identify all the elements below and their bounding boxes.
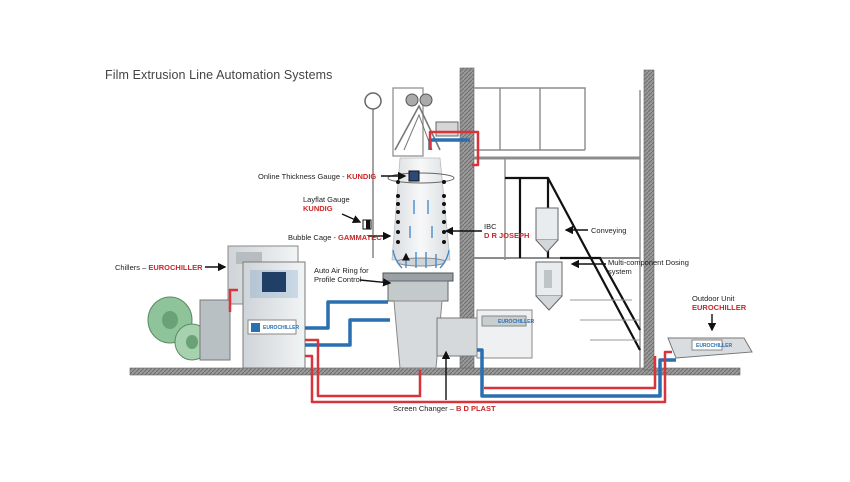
label-screen-changer: Screen Changer – B D PLAST xyxy=(393,404,496,413)
label-chillers-text: Chillers – xyxy=(115,263,149,272)
extruder: EUROCHILLER xyxy=(436,309,535,359)
building-wall xyxy=(643,69,655,371)
label-layflat-gauge: Layflat Gauge KUNDIG xyxy=(303,195,350,213)
conveying-hopper xyxy=(535,207,559,253)
label-air-ring-line2: Profile Control xyxy=(314,275,362,284)
label-dosing-line1: Multi-component Dosing xyxy=(608,258,689,267)
label-dosing: Multi-component Dosing system xyxy=(608,258,689,276)
label-air-ring: Auto Air Ring for Profile Control xyxy=(314,266,369,284)
chiller-unit-front: EUROCHILLER xyxy=(242,261,306,369)
top-platform xyxy=(392,87,641,370)
chiller-side-pipes xyxy=(228,288,238,312)
die-and-air-ring xyxy=(382,272,454,369)
dosing-hopper xyxy=(535,261,563,311)
label-outdoor-unit-brand: EUROCHILLER xyxy=(692,303,747,312)
winder-rollers xyxy=(147,296,231,361)
label-layflat-gauge-brand: KUNDIG xyxy=(303,204,333,213)
label-ibc: IBC D R JOSEPH xyxy=(484,222,529,240)
label-layflat-gauge-text: Layflat Gauge xyxy=(303,195,350,204)
label-screen-changer-brand: B D PLAST xyxy=(455,404,496,413)
label-thickness-gauge-brand: KUNDIG xyxy=(346,172,377,181)
label-ibc-brand: D R JOSEPH xyxy=(484,231,530,240)
label-bubble-cage: Bubble Cage - GAMMATEC xyxy=(288,233,382,242)
label-conveying-text: Conveying xyxy=(591,226,627,235)
chiller-plate: EUROCHILLER xyxy=(263,325,300,331)
airflow-arrows xyxy=(392,200,450,269)
label-bubble-cage-text: Bubble Cage - xyxy=(288,233,339,242)
tower-column xyxy=(459,67,475,369)
label-conveying: Conveying xyxy=(591,226,626,235)
label-thickness-gauge-text: Online Thickness Gauge - xyxy=(258,172,347,181)
extruder-plate: EUROCHILLER xyxy=(498,319,535,325)
label-bubble-cage-brand: GAMMATEC xyxy=(338,233,382,242)
label-thickness-gauge: Online Thickness Gauge - KUNDIG xyxy=(258,172,376,181)
callout-arrows xyxy=(205,171,717,400)
diagram-title: Film Extrusion Line Automation Systems xyxy=(105,68,333,82)
staircase xyxy=(505,176,641,351)
label-outdoor-unit-text: Outdoor Unit xyxy=(692,294,735,303)
label-chillers: Chillers – EUROCHILLER xyxy=(115,263,203,272)
layflat-gauge-face xyxy=(366,220,370,229)
label-chillers-brand: EUROCHILLER xyxy=(148,263,203,272)
label-ibc-text: IBC xyxy=(484,222,497,231)
label-outdoor-unit: Outdoor Unit EUROCHILLER xyxy=(692,294,746,312)
outdoor-plate: EUROCHILLER xyxy=(696,343,733,349)
label-air-ring-line1: Auto Air Ring for xyxy=(314,266,369,275)
cooling-pipes-red xyxy=(305,130,672,404)
label-screen-changer-text: Screen Changer – xyxy=(393,404,456,413)
thickness-gauge xyxy=(408,170,420,182)
label-dosing-line2: system xyxy=(608,267,632,276)
outdoor-unit: EUROCHILLER xyxy=(667,337,753,359)
